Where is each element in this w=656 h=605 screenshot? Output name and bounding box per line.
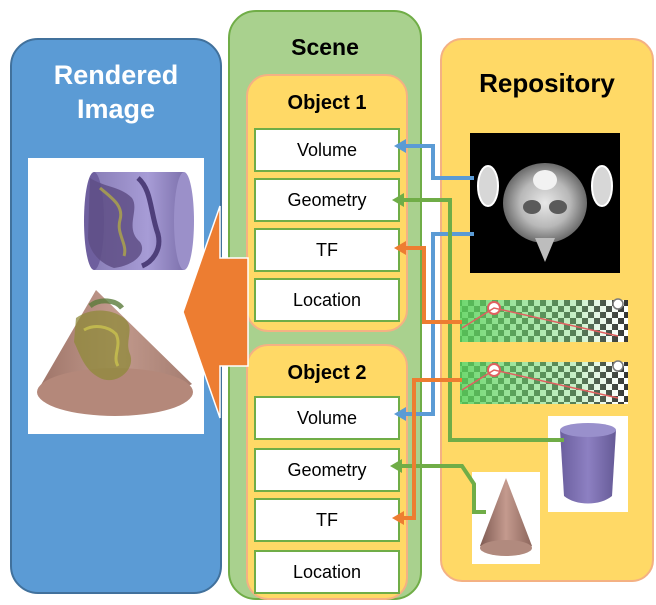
- object-2-geometry-field: Geometry: [254, 448, 400, 492]
- scene-panel: Scene Object 1 Volume Geometry TF Locati…: [228, 10, 422, 600]
- repository-title: Repository: [479, 68, 615, 98]
- object-1-box: Object 1 Volume Geometry TF Location: [246, 74, 408, 332]
- rendered-title-line-2: Image: [76, 94, 156, 124]
- object-1-volume-field: Volume: [254, 128, 400, 172]
- rendered-title-line-1: Rendered: [53, 60, 179, 90]
- object-1-location-field: Location: [254, 278, 400, 322]
- scene-title: Scene: [291, 34, 359, 60]
- object-2-title: Object 2: [287, 362, 367, 384]
- repository-panel: Repository: [440, 38, 654, 582]
- object-2-tf-field: TF: [254, 498, 400, 542]
- rendered-image-view: [28, 158, 204, 434]
- rendered-cone: [37, 290, 193, 416]
- rendered-cylinder: [84, 172, 194, 270]
- object-1-geometry-field: Geometry: [254, 178, 400, 222]
- object-1-title: Object 1: [287, 92, 367, 114]
- object-1-tf-field: TF: [254, 228, 400, 272]
- rendered-image-title: Rendered Image: [12, 58, 220, 126]
- object-2-volume-field: Volume: [254, 396, 400, 440]
- object-2-box: Object 2 Volume Geometry TF Location: [246, 344, 408, 600]
- rendered-image-panel: Rendered Image: [10, 38, 222, 594]
- object-2-location-field: Location: [254, 550, 400, 594]
